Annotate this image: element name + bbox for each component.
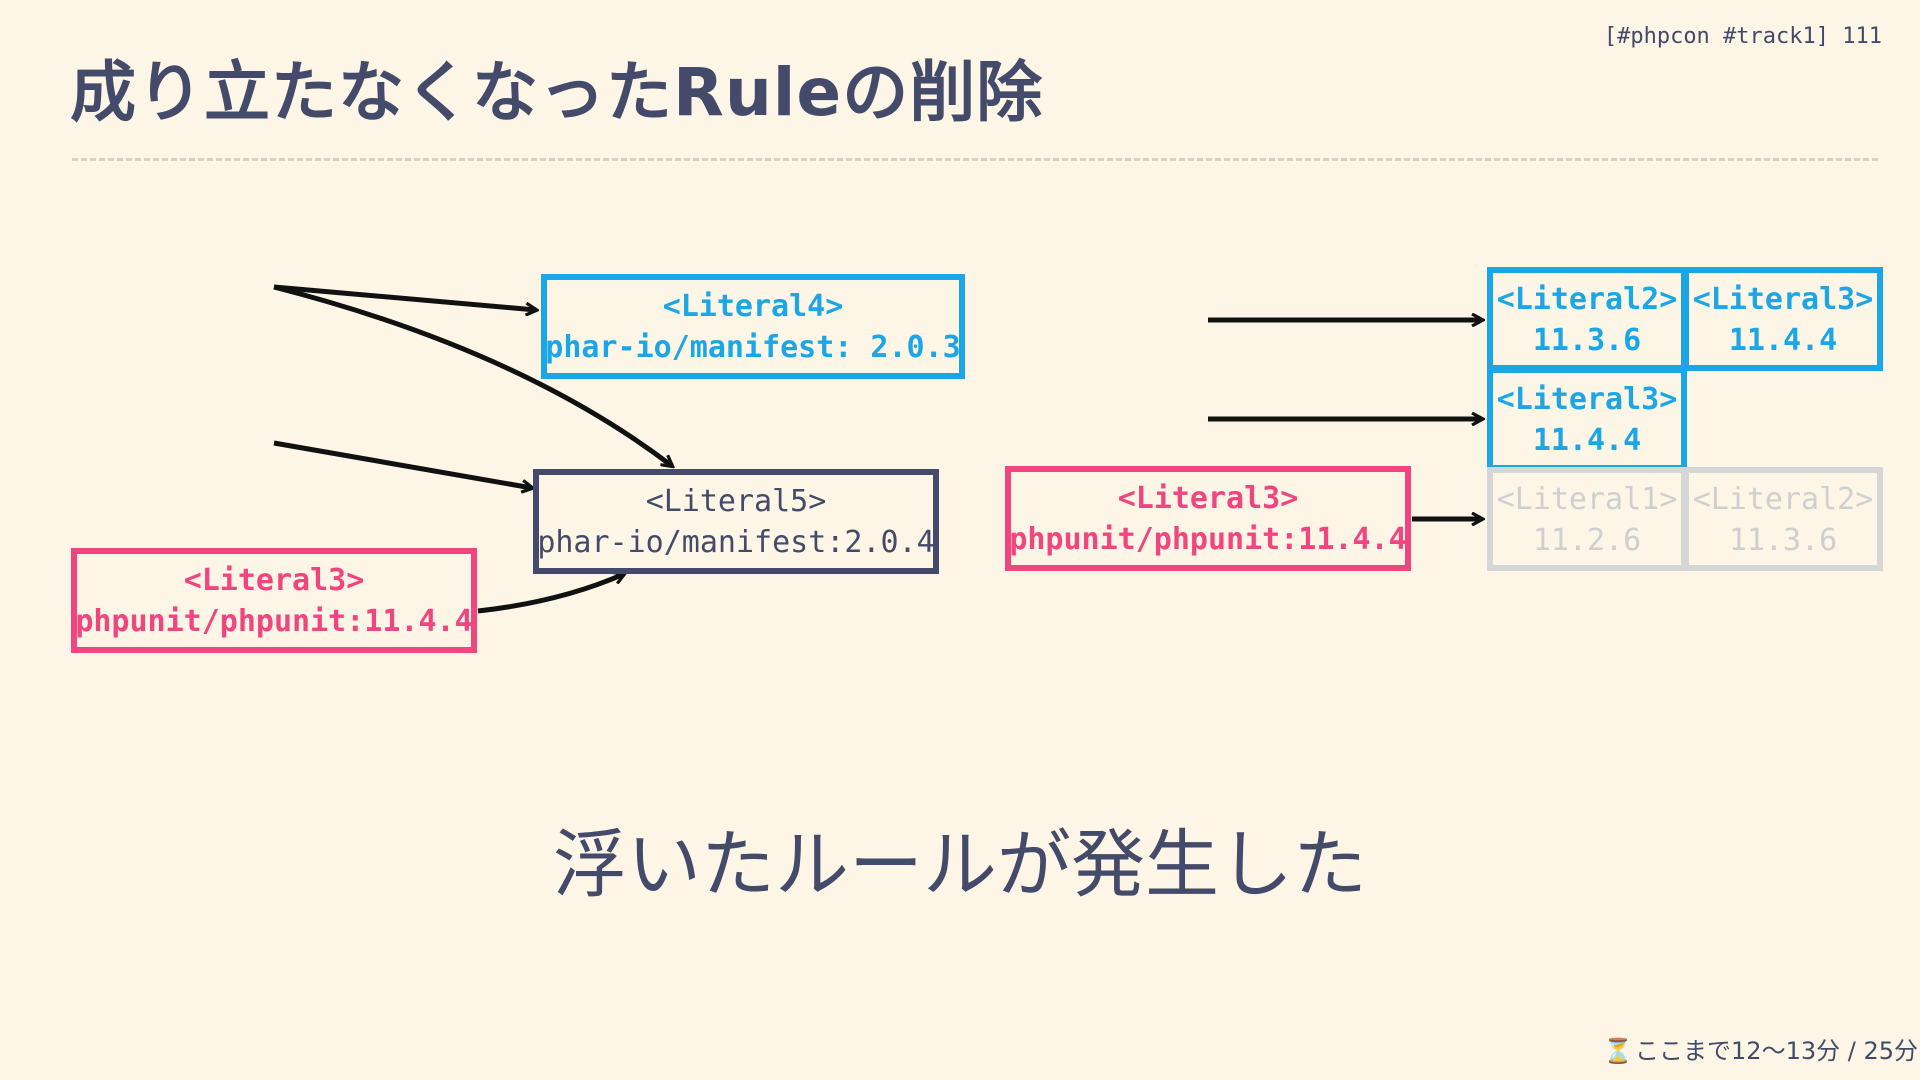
left-edges bbox=[273, 284, 672, 614]
grid-row3-cell1: <Literal1> 11.2.6 bbox=[1487, 467, 1687, 571]
edge-to-literal4 bbox=[273, 284, 536, 310]
node-literal4-value: phar-io/manifest: 2.0.3 bbox=[545, 330, 960, 365]
right-edges bbox=[1208, 320, 1482, 519]
grid-row3-cell2: <Literal2> 11.3.6 bbox=[1683, 467, 1883, 571]
slide-caption: 浮いたルールが発生した bbox=[553, 822, 1367, 908]
grid-row1-cell1: <Literal2> 11.3.6 bbox=[1487, 267, 1687, 371]
grid-row1-cell1-label: <Literal2> bbox=[1497, 282, 1678, 317]
slide-progress-text: ここまで12〜13分 / 25分 bbox=[1635, 1037, 1918, 1065]
node-literal5-label: <Literal5> bbox=[646, 484, 827, 519]
node-literal3-right-value: phpunit/phpunit:11.4.4 bbox=[1009, 522, 1406, 557]
grid-row2-cell1-value: 11.4.4 bbox=[1533, 423, 1641, 458]
node-literal3-left-label: <Literal3> bbox=[184, 563, 365, 598]
grid-row1-cell2: <Literal3> 11.4.4 bbox=[1683, 267, 1883, 371]
node-literal4: <Literal4> phar-io/manifest: 2.0.3 bbox=[541, 274, 965, 379]
hourglass-icon: ⏳ bbox=[1603, 1037, 1634, 1065]
edge-literal3-to-literal5 bbox=[477, 574, 624, 614]
title-divider bbox=[72, 158, 1878, 161]
node-literal4-label: <Literal4> bbox=[663, 289, 844, 324]
grid-row2-cell1-label: <Literal3> bbox=[1497, 382, 1678, 417]
grid-row2-cell1: <Literal3> 11.4.4 bbox=[1487, 367, 1687, 471]
grid-row1-cell1-value: 11.3.6 bbox=[1533, 323, 1641, 358]
node-literal3-right-label: <Literal3> bbox=[1118, 481, 1299, 516]
edge-to-literal5-curved bbox=[273, 284, 672, 466]
node-literal5-value: phar-io/manifest:2.0.4 bbox=[537, 525, 934, 560]
slide-header-tag: [#phpcon #track1] 111 bbox=[1603, 24, 1882, 49]
grid-row1-cell2-label: <Literal3> bbox=[1693, 282, 1874, 317]
edge-to-literal5 bbox=[273, 440, 532, 488]
node-literal5: <Literal5> phar-io/manifest:2.0.4 bbox=[533, 469, 939, 574]
grid-row3-cell1-value: 11.2.6 bbox=[1533, 523, 1641, 558]
grid-row3-cell2-label: <Literal2> bbox=[1693, 482, 1874, 517]
node-literal3-left-value: phpunit/phpunit:11.4.4 bbox=[75, 604, 472, 639]
slide-footer: ⏳ここまで12〜13分 / 25分 bbox=[1603, 1036, 1918, 1066]
slide-title: 成り立たなくなったRuleの削除 bbox=[70, 54, 1044, 131]
grid-row3-cell2-value: 11.3.6 bbox=[1729, 523, 1837, 558]
node-literal3-right: <Literal3> phpunit/phpunit:11.4.4 bbox=[1005, 466, 1411, 571]
grid-row3-cell1-label: <Literal1> bbox=[1497, 482, 1678, 517]
grid-row1-cell2-value: 11.4.4 bbox=[1729, 323, 1837, 358]
node-literal3-left: <Literal3> phpunit/phpunit:11.4.4 bbox=[71, 548, 477, 653]
